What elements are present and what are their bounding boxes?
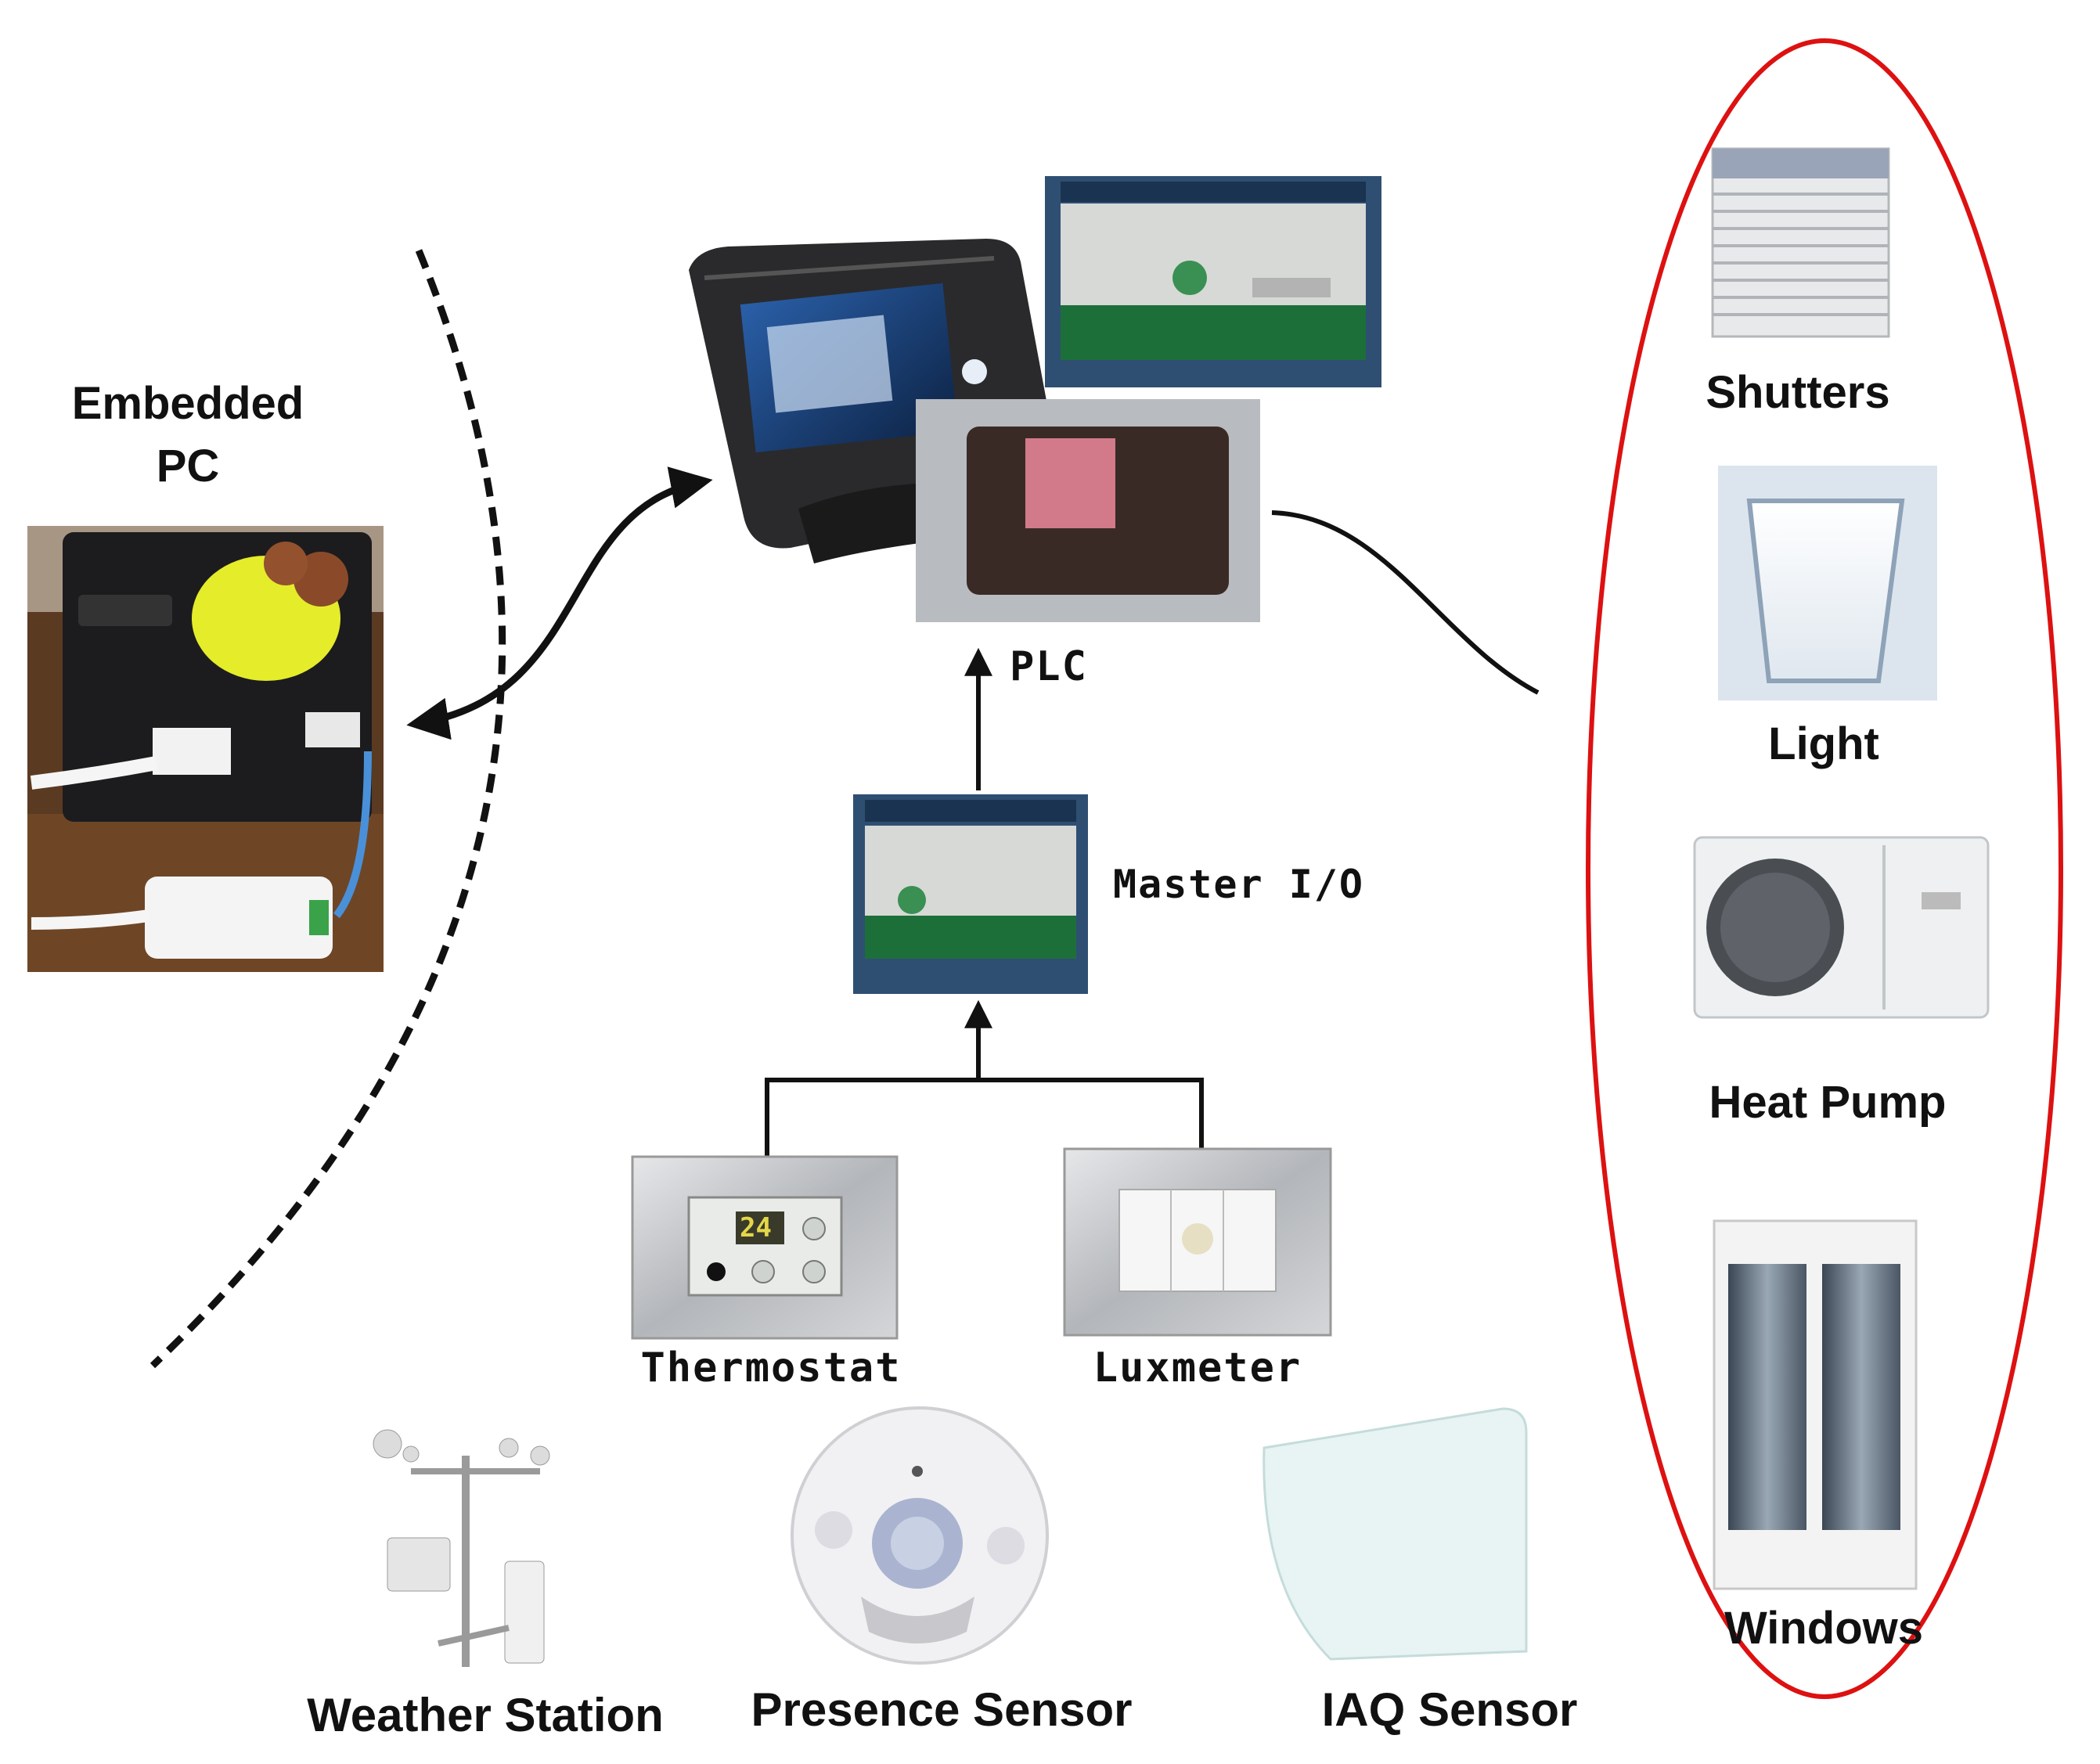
- pc-plc-double-arrow: [406, 466, 713, 740]
- plc-label: PLC: [1010, 643, 1088, 690]
- actuators-group-outline: [1586, 38, 2063, 1699]
- windows-image: [1713, 1219, 1918, 1590]
- iaq-sensor-image: [1263, 1407, 1528, 1661]
- embedded-pc-label-line1: Embedded: [71, 378, 304, 429]
- light-image: [1718, 466, 1937, 700]
- weather-station-label: Weather Station: [307, 1689, 664, 1741]
- thermostat-label: Thermostat: [640, 1345, 902, 1391]
- shutters-image: [1711, 147, 1890, 338]
- heat-pump-image: [1693, 836, 1990, 1019]
- presence-sensor-label: Presence Sensor: [751, 1683, 1133, 1736]
- presence-sensor-image: [791, 1406, 1049, 1665]
- light-label: Light: [1768, 718, 1879, 769]
- embedded-pc-label-line2: PC: [156, 441, 220, 491]
- sensors-master-connector: [765, 1078, 1204, 1157]
- plc-base-unit-image: [916, 399, 1260, 622]
- embedded-pc-image: [27, 526, 384, 972]
- network-boundary-arc: [149, 249, 506, 1369]
- plc-actuators-connector: [1271, 510, 1540, 695]
- luxmeter-label: Luxmeter: [1093, 1345, 1302, 1391]
- iaq-sensor-label: IAQ Sensor: [1321, 1683, 1578, 1736]
- weather-station-image: [373, 1429, 550, 1667]
- thermostat-image: [631, 1155, 899, 1340]
- thermostat-display-value: 24: [740, 1212, 772, 1244]
- shutters-label: Shutters: [1706, 367, 1890, 418]
- windows-label: Windows: [1724, 1603, 1924, 1654]
- master-io-label: Master I/O: [1113, 862, 1365, 907]
- heat-pump-label: Heat Pump: [1709, 1077, 1947, 1128]
- plc-din-module-image: [1045, 176, 1381, 387]
- master-io-module-image: [853, 794, 1088, 994]
- luxmeter-image: [1063, 1147, 1332, 1337]
